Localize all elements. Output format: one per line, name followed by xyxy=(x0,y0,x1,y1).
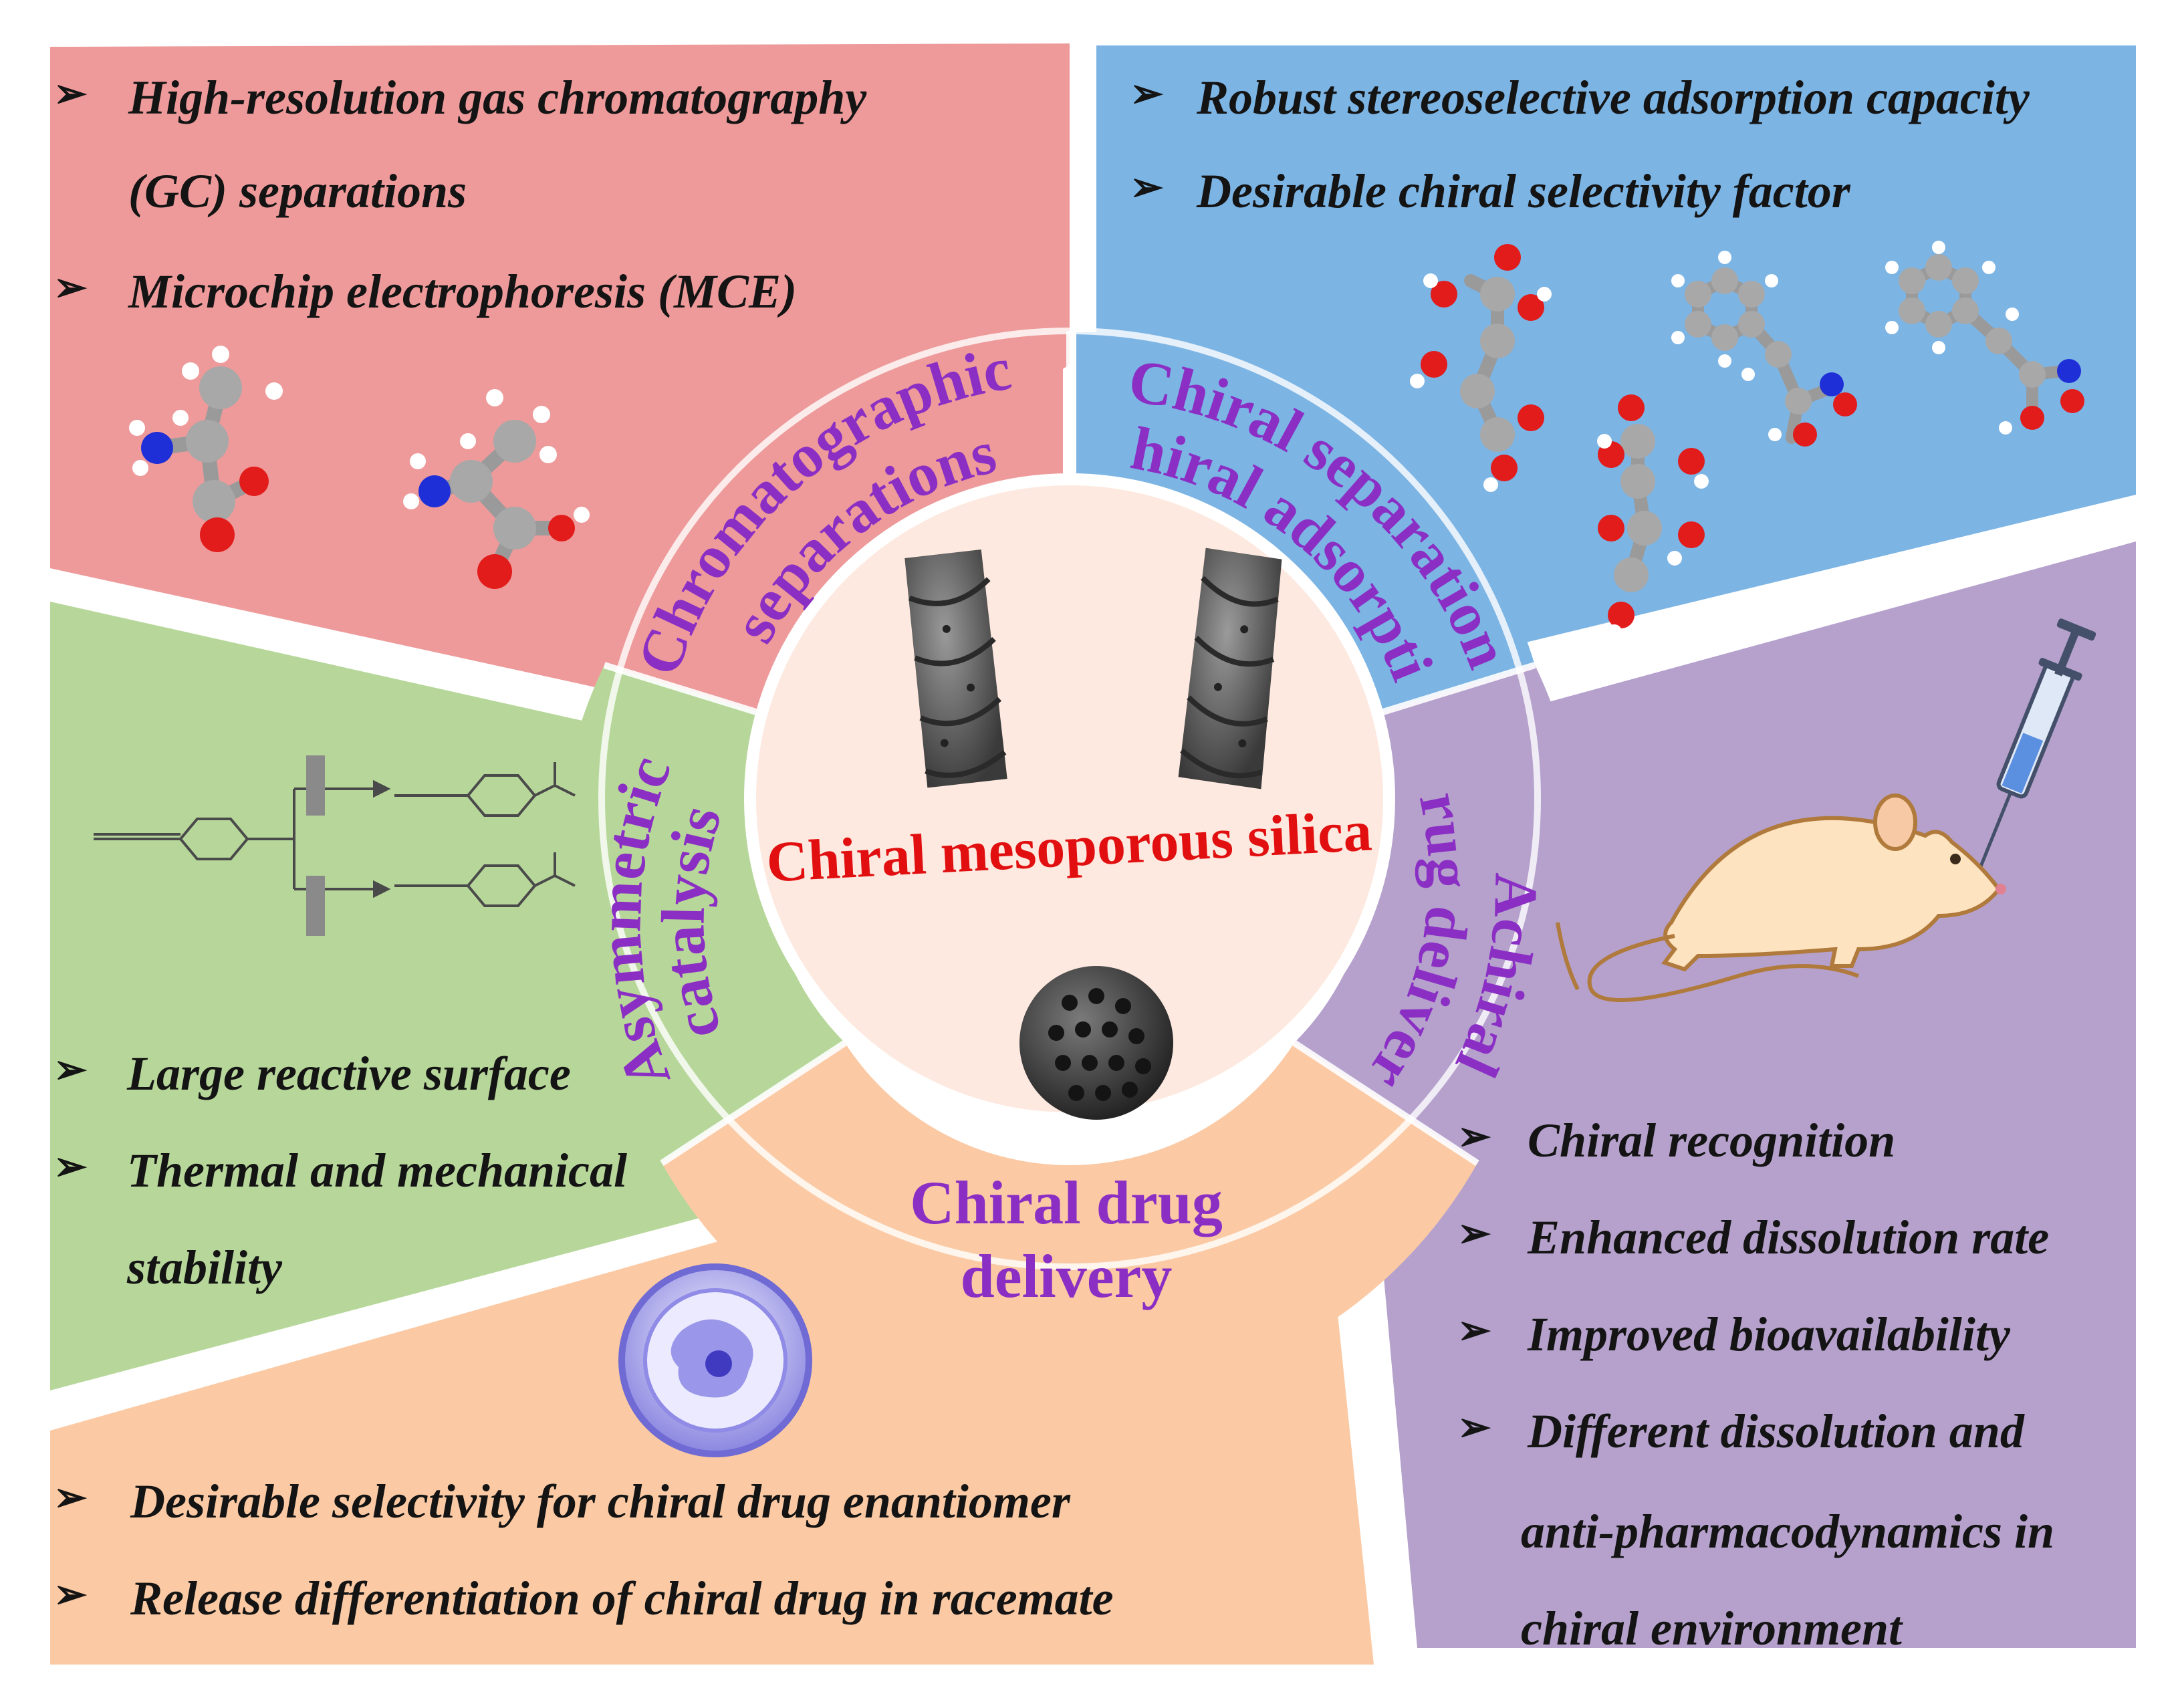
bullet-text: Desirable chiral selectivity factor xyxy=(1197,164,1850,218)
mesoporous-sphere xyxy=(1019,966,1173,1120)
bullet-text: Different dissolution and xyxy=(1528,1405,2024,1458)
bullet-arrow-icon: ➢ xyxy=(53,1572,88,1616)
sector-chiral-drug xyxy=(662,1043,1477,1402)
bullet-text: Enhanced dissolution rate xyxy=(1528,1211,2050,1264)
sector-chromatographic xyxy=(604,332,1063,726)
bullet-text: High-resolution gas chromatography xyxy=(128,71,867,124)
sector-chiral-separation xyxy=(1076,332,1535,725)
bullet-arrow-icon: ➢ xyxy=(1130,72,1164,116)
molecule-tartaric-acid-2 xyxy=(1597,394,1709,639)
bullet-arrow-icon: ➢ xyxy=(1457,1211,1491,1255)
bullet-arrow-icon: ➢ xyxy=(1457,1308,1491,1352)
bullet-text: (GC) separations xyxy=(128,164,467,218)
mouse-illustration xyxy=(1556,794,2006,1002)
chiral-rod-left xyxy=(904,549,1007,788)
molecule-phenylalanine-2 xyxy=(1885,241,2084,435)
bullet-text: Robust stereoselective adsorption capaci… xyxy=(1197,71,2030,124)
bullet-text: Chiral recognition xyxy=(1528,1114,1896,1167)
chiral-rod-right xyxy=(1178,547,1282,789)
bullet-text: Large reactive surface xyxy=(127,1047,571,1100)
panel-left xyxy=(50,602,856,1390)
reaction-scheme xyxy=(94,755,576,936)
bullet-arrow-icon: ➢ xyxy=(53,1048,88,1092)
bullet-text: Thermal and mechanical xyxy=(127,1144,628,1197)
bullet-arrow-icon: ➢ xyxy=(53,1144,88,1189)
molecule-phenylalanine-1 xyxy=(1671,251,1857,447)
bullet-arrow-icon: ➢ xyxy=(1457,1114,1491,1158)
bullet-text: Improved bioavailability xyxy=(1528,1308,2010,1361)
cell-dish-icon xyxy=(618,1263,812,1457)
sector-label-chiral-drug-2: delivery xyxy=(961,1242,1173,1310)
bullet-arrow-icon: ➢ xyxy=(53,1475,88,1519)
molecule-alanine-left xyxy=(129,346,283,552)
bullet-text: stability xyxy=(127,1241,282,1294)
bullet-text: Microchip electrophoresis (MCE) xyxy=(128,265,797,318)
bullet-text: chiral environment xyxy=(1521,1602,1903,1655)
bullet-arrow-icon: ➢ xyxy=(53,72,88,116)
sector-label-chiral-drug-1: Chiral drug xyxy=(910,1169,1223,1237)
bullet-text: anti-pharmacodynamics in xyxy=(1521,1505,2055,1558)
bullet-arrow-icon: ➢ xyxy=(1457,1405,1491,1449)
molecule-tartaric-acid-1 xyxy=(1410,244,1552,492)
bullet-text: Desirable selectivity for chiral drug en… xyxy=(130,1475,1070,1528)
syringe-icon xyxy=(1976,618,2096,874)
bullet-arrow-icon: ➢ xyxy=(53,265,88,310)
bullet-text: Release differentiation of chiral drug i… xyxy=(130,1572,1114,1625)
bullet-arrow-icon: ➢ xyxy=(1130,165,1164,209)
molecule-alanine-right xyxy=(403,389,590,589)
